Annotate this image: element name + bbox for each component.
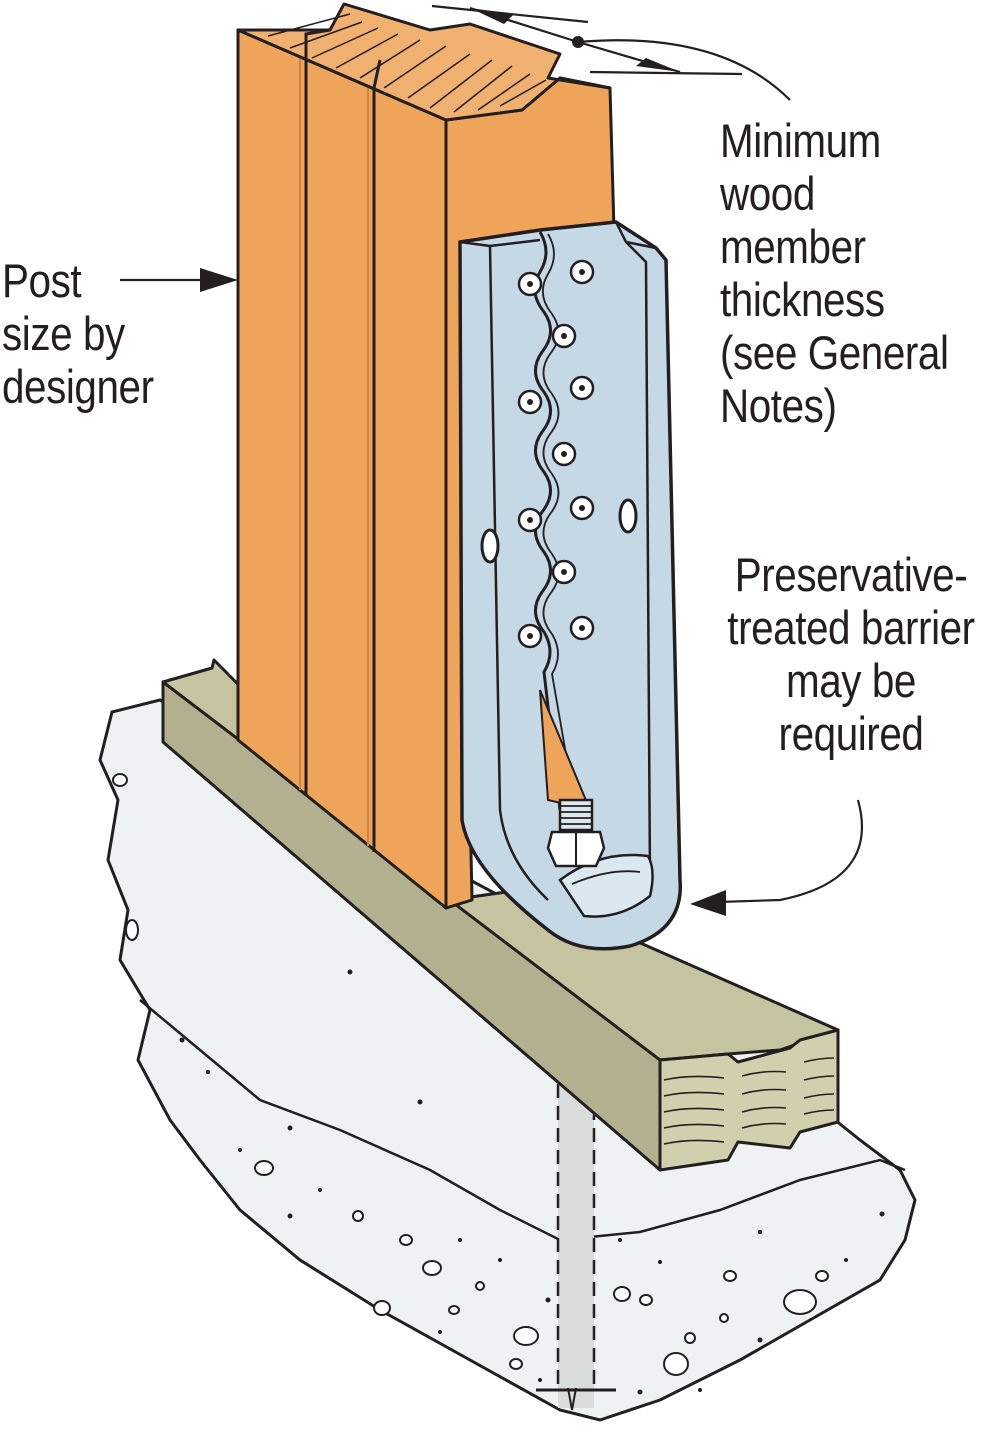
post-size-line: Post [2, 254, 82, 307]
min-thickness-line: Notes) [720, 379, 837, 432]
sill-plate [161, 658, 840, 1172]
barrier-line: required [778, 707, 924, 760]
aggregate-specks [179, 969, 885, 1395]
concrete-edge-line [139, 999, 906, 1242]
post-size-label: Post size by designer [2, 254, 154, 413]
min-thickness-line: Minimum [720, 114, 881, 167]
min-thickness-line: (see General [720, 326, 949, 379]
barrier-label: Preservative- treated barrier may be req… [709, 548, 993, 760]
post-base-bracket [458, 220, 682, 951]
bracket-body [458, 220, 682, 951]
min-thickness-line: thickness [720, 273, 885, 326]
barrier-line: treated barrier [727, 601, 975, 654]
min-thickness-label: Minimum wood member thickness (see Gener… [720, 114, 949, 432]
barrier-leader-arrow [690, 799, 863, 916]
barrier-line: Preservative- [734, 548, 968, 601]
post-size-line: size by [2, 307, 125, 360]
min-thickness-line: wood [720, 167, 815, 220]
min-thickness-line: member [720, 220, 866, 273]
post-leader-arrow [120, 268, 238, 292]
barrier-line: may be [786, 654, 916, 707]
sill-end-grain [658, 1028, 840, 1172]
post-size-line: designer [2, 360, 154, 413]
aggregate-stones [112, 773, 829, 1376]
bracket-crimp [533, 231, 562, 811]
anchor-nut [546, 798, 606, 868]
